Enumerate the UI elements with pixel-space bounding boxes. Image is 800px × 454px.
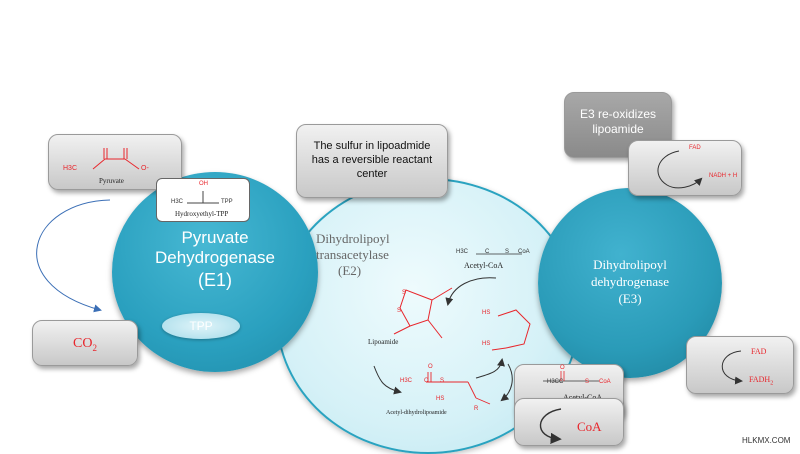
- e3-title: Dihydrolipoyl dehydrogenase (E3): [538, 256, 722, 307]
- sulfur-callout: The sulfur in lipoadmide has a reversibl…: [296, 124, 448, 198]
- e3-note-line1: E3 re-oxidizes: [579, 107, 657, 121]
- watermark: HLKMX.COM: [742, 436, 791, 445]
- e3-line1: Dihydrolipoyl: [593, 257, 667, 272]
- fad-right-label: FAD: [751, 347, 767, 356]
- acoa-box-c: S: [585, 379, 590, 385]
- e2-lipoamide-label: Lipoamide: [368, 338, 399, 346]
- htpp-oh: OH: [199, 181, 208, 187]
- coa-box: CoA: [514, 398, 624, 446]
- fadh-right-label: FADH2: [749, 375, 774, 387]
- left-curved-arrow: [36, 199, 111, 313]
- pyruvate-structure: [92, 148, 140, 170]
- e2-s1: S: [402, 290, 407, 296]
- e2-acoa-b: C: [485, 249, 490, 255]
- e2-acoa-d: CoA: [518, 249, 530, 255]
- pyruvate-formula-right: O-: [141, 165, 149, 172]
- e1-title: Pyruvate Dehydrogenase (E1): [112, 228, 318, 290]
- htpp-label: Hydroxyethyl-TPP: [175, 210, 229, 218]
- sulfur-line3: center: [356, 168, 388, 180]
- e2-s2: S: [397, 308, 402, 314]
- e2-acoa-a: H3C: [456, 249, 469, 255]
- e3-note-line2: lipoamide: [592, 122, 644, 136]
- e2-acetyl-dihydro-label: Acetyl-dihydrolipoamide: [386, 410, 447, 416]
- tpp-label: TPP: [189, 319, 213, 333]
- acoa-box-d: CoA: [599, 379, 611, 385]
- acoa-box-label: Acetyl-CoA: [563, 393, 602, 402]
- e2-line2: transacetylase: [316, 247, 389, 262]
- htpp-left: H3C: [171, 199, 184, 205]
- coa-arrow: [539, 408, 562, 444]
- e2-title: Dihydrolipoyl transacetylase (E2): [316, 231, 436, 279]
- fad-nadh-arrow: [657, 150, 703, 189]
- acoa-box-b: C: [559, 379, 564, 385]
- fad-fadh2-arrow: [721, 350, 743, 385]
- nadh-top-label: NADH + H: [709, 173, 738, 179]
- e2-chemistry: [373, 253, 531, 405]
- acoa-box-a: H3C: [547, 379, 560, 385]
- fad-nadh-box: FAD NADH + H: [628, 140, 742, 196]
- htpp-structure: [187, 191, 219, 204]
- e2-ad-r: R: [474, 406, 479, 412]
- acetylcoa-structure: [543, 371, 599, 382]
- e2-acoa-c: S: [505, 249, 510, 255]
- e2-acetyl-coa-label: Acetyl-CoA: [464, 261, 504, 270]
- e2-ad-b: C: [424, 378, 429, 384]
- acoa-box-o: O: [560, 365, 565, 371]
- e1-line1: Pyruvate: [181, 228, 249, 247]
- hydroxyethyl-tpp-box: OH H3C TPP Hydroxyethyl-TPP: [156, 178, 250, 222]
- e3-line3: (E3): [618, 291, 642, 306]
- fad-fadh2-box: FAD FADH2: [686, 336, 794, 394]
- e2-sh2: HS: [482, 341, 491, 347]
- co2-label: CO: [73, 336, 93, 351]
- co2-box: CO2: [32, 320, 138, 366]
- co2-sub: 2: [92, 343, 97, 354]
- sulfur-line2: has a reversible reactant: [311, 154, 433, 166]
- e2-ad-a: H3C: [400, 378, 413, 384]
- e2-sh1: HS: [482, 310, 491, 316]
- pyruvate-formula-left: H3C: [63, 165, 78, 172]
- sulfur-line1: The sulfur in lipoadmide: [313, 140, 431, 152]
- fad-top-label: FAD: [689, 145, 701, 151]
- coa-label: CoA: [577, 419, 602, 434]
- e2-ad-o: O: [428, 364, 433, 370]
- e1-line2: Dehydrogenase: [154, 248, 276, 267]
- e2-ad-hs: HS: [436, 396, 445, 402]
- e2-line1: Dihydrolipoyl: [316, 231, 390, 246]
- e2-ad-c: S: [440, 378, 445, 384]
- e1-line3: (E1): [197, 270, 232, 290]
- pyruvate-label: Pyruvate: [99, 177, 124, 185]
- htpp-right: TPP: [221, 199, 233, 205]
- e3-line2: dehydrogenase: [591, 274, 669, 289]
- e2-line3: (E2): [338, 263, 362, 278]
- tpp-pill: TPP: [162, 313, 240, 339]
